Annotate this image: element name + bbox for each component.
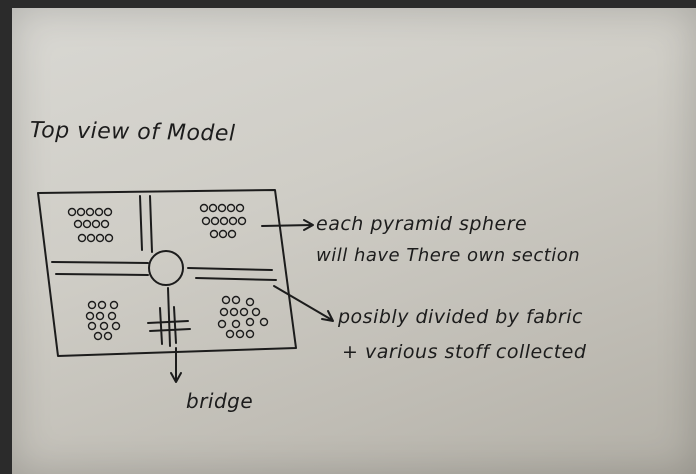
horizontal-divider	[51, 261, 149, 276]
divider-note-line1: posibly divided by fabric	[338, 306, 583, 328]
diagram-title: Top view of Model	[29, 118, 236, 147]
bridge-arrow-icon	[170, 347, 182, 383]
sphere-cluster-top-right	[199, 203, 247, 239]
model-outline	[37, 189, 297, 357]
bridge-label: bridge	[186, 389, 254, 413]
sections-note-line2: will have There own section	[316, 245, 581, 266]
sphere-cluster-bottom-left	[85, 300, 121, 341]
sections-arrow-icon	[261, 219, 314, 231]
center-circle-icon	[148, 250, 184, 286]
paper-sheet	[12, 8, 696, 474]
bridge-icon	[147, 306, 191, 345]
sphere-cluster-bottom-right	[217, 295, 269, 339]
divider-note-line2: + various stoff collected	[342, 341, 587, 363]
vertical-divider	[139, 195, 153, 253]
sections-note-line1: each pyramid sphere	[316, 213, 528, 235]
sphere-cluster-top-left	[67, 207, 114, 243]
divider-arrow-icon	[273, 285, 334, 322]
